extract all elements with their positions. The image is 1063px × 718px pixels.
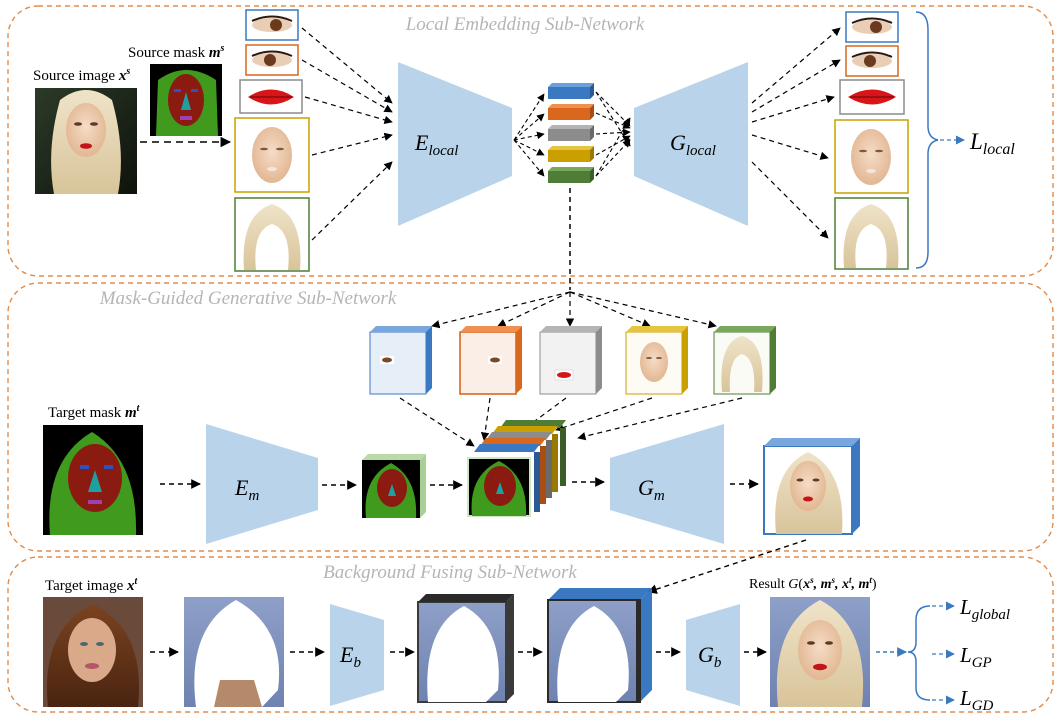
mask-feature-cube	[362, 454, 426, 518]
feature-cube-face	[625, 326, 688, 395]
l-gp-label: LGP	[959, 643, 992, 671]
local-section-title: Local Embedding Sub-Network	[405, 14, 645, 35]
result-image	[770, 597, 870, 707]
component-eye-right	[548, 104, 594, 120]
mask-section-title: Mask-Guided Generative Sub-Network	[99, 288, 397, 309]
recon-eye-left	[845, 11, 899, 43]
source-mask	[150, 64, 222, 136]
source-image-label: Source image xs	[33, 66, 130, 84]
loss-brace	[907, 605, 931, 701]
g-m-label: Gm	[638, 475, 665, 504]
feature-cube-eye-right	[459, 326, 522, 395]
crop-hair	[234, 197, 310, 272]
crops-to-elocal-arrows	[301, 27, 393, 241]
masked-background-image	[184, 597, 284, 707]
generated-to-background-arrow	[647, 539, 807, 594]
feature-cube-hair	[713, 326, 776, 395]
crop-eye-right	[245, 44, 299, 76]
background-feature-cube	[417, 594, 514, 703]
local-brace	[915, 11, 939, 269]
component-hair	[548, 167, 594, 183]
background-section-title: Background Fusing Sub-Network	[323, 562, 577, 583]
g-m-decoder	[610, 424, 724, 544]
feature-cube-eye-left	[369, 326, 432, 395]
target-image-label: Target image xt	[45, 576, 138, 594]
e-m-label: Em	[234, 475, 259, 504]
g-local-decoder	[634, 62, 748, 226]
combined-feature-cube	[547, 588, 652, 703]
feature-cube-mouth	[539, 326, 602, 395]
mask-guided-section	[7, 282, 1054, 552]
glocal-to-crops-arrows	[751, 27, 841, 239]
crop-mouth	[239, 79, 303, 114]
recon-eye-right	[845, 45, 899, 77]
source-mask-label: Source mask ms	[128, 43, 225, 61]
l-global-label: Lglobal	[959, 595, 1010, 623]
local-embedding-section	[7, 5, 1054, 277]
target-image	[43, 597, 143, 707]
g-local-label: Glocal	[670, 130, 716, 159]
g-b-decoder	[686, 604, 740, 706]
e-local-encoder	[398, 62, 512, 226]
generated-face-cube	[763, 438, 860, 535]
target-mask	[43, 425, 143, 535]
component-blocks	[548, 83, 594, 183]
recon-mouth	[839, 79, 905, 115]
concat-feature-stack	[467, 420, 566, 517]
crop-face	[234, 117, 310, 193]
recon-hair	[834, 197, 909, 270]
source-image	[35, 88, 137, 194]
components-to-glocal-arrows	[595, 91, 631, 177]
crop-eye-left	[245, 9, 299, 41]
target-mask-label: Target mask mt	[48, 403, 141, 421]
e-b-encoder	[330, 604, 384, 706]
e-b-label: Eb	[339, 642, 361, 671]
e-m-encoder	[206, 424, 318, 544]
l-local-label: Llocal	[969, 129, 1015, 158]
component-mouth	[548, 125, 594, 141]
result-label: Result G(xs, ms, xt, mt)	[749, 575, 877, 592]
elocal-to-components-arrows	[513, 93, 545, 177]
g-b-label: Gb	[698, 642, 722, 671]
recon-face	[834, 119, 909, 194]
e-local-label: Elocal	[414, 130, 458, 159]
fanout-arrows	[431, 291, 717, 329]
background-fusing-section	[7, 556, 1054, 713]
l-gd-label: LGD	[959, 686, 994, 714]
component-face	[548, 146, 594, 162]
component-eye-left	[548, 83, 594, 99]
